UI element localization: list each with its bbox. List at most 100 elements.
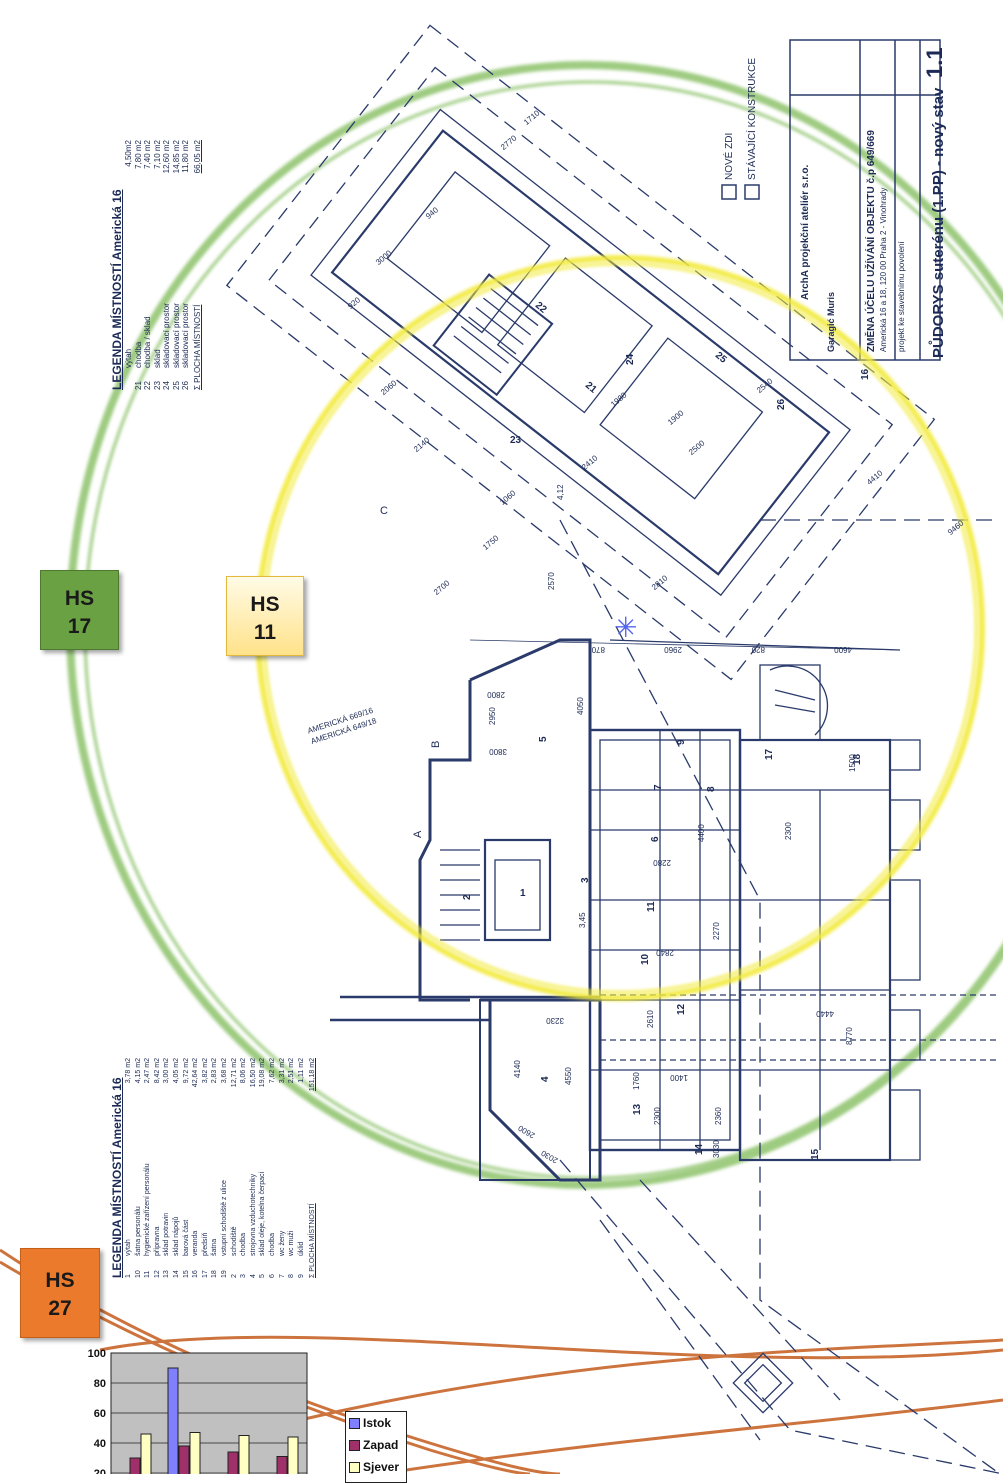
section-mark: C [380,505,388,517]
legend-cell-name: výtah [124,348,133,368]
hs11-line2: 11 [253,621,277,644]
dimension-label: 4440 [816,1009,834,1018]
legend-cell-name: skladovací prostor [162,303,171,368]
legend-cell-area: 19,08 m2 [259,1058,267,1088]
room-number: 15 [810,1148,821,1160]
legend-cell-area: 3,31 m2 [278,1058,286,1084]
dimension-label: 4140 [513,1060,522,1078]
legend-cell-number: 22 [143,381,152,390]
chart-legend-item: Istok [346,1412,406,1434]
room-number: 11 [646,901,657,912]
legend-existing: STÁVAJÍCÍ KONSTRUKCE [747,57,758,180]
legend-new-walls: NOVÉ ZDI [724,132,735,180]
legend-bottom-total-label: Σ PLOCHA MÍSTNOSTÍ [309,1203,317,1278]
legend-cell-area: 4,15 m2 [134,1058,142,1084]
legend-cell-area: 12,60 m2 [162,140,171,174]
legend-bottom-title: LEGENDA MÍSTNOSTÍ Americká 16 [110,1077,124,1279]
section-mark: B [430,740,442,748]
legend-cell-number: 7 [278,1274,286,1278]
drawing-title: PŮDORYS suterénu (1.PP) - nový stav [930,87,947,358]
dimension-label: 1500 [848,754,857,772]
legend-cell-name: chodba [133,341,143,368]
legend-cell-number: 16 [192,1270,200,1278]
legend-cell-number: 13 [163,1270,171,1278]
legend-cell-area: 4,50m2 [124,140,133,167]
legend-cell-area: 4,05 m2 [172,1058,180,1084]
legend-cell-number: 18 [211,1270,219,1278]
dimension-label: 2570 [547,572,556,590]
chart-bar-sjever-2 [189,1432,201,1474]
dimension-label: 4,12 [556,484,565,500]
room-number: 3 [580,877,591,883]
legend-cell-name: šatna [211,1238,219,1256]
legend-cell-name: schodiště [230,1226,238,1256]
chart-y-tick: 100 [88,1348,106,1360]
hs27-line2: 27 [48,1297,72,1320]
star-marker-icon: ✳ [614,611,637,644]
legend-cell-number: 14 [172,1270,180,1278]
hs17-ring [66,61,1003,1189]
legend-cell-name: chodba [268,1233,276,1256]
room-number: 7 [653,784,664,790]
hs17-line1: HS [64,587,95,610]
legend-cell-number: 19 [220,1270,228,1278]
dimension-label: 3,45 [578,912,587,928]
legend-cell-number: 11 [144,1270,152,1278]
legend-row: 17 předsíň 3,82 m2 [201,1058,211,1278]
legend-cell-name: vstupní schodiště z ulice [220,1180,228,1256]
legend-cell-area: 2,83 m2 [211,1058,219,1084]
room-number: 2 [462,894,473,900]
dimension-label: 2950 [488,707,497,725]
dimension-label: 2960 [664,645,682,654]
dimension-label: 4400 [697,824,706,842]
legend-cell-area: 8,42 m2 [153,1058,161,1084]
legend-cell-area: 42,64 m2 [192,1058,200,1088]
dimension-label: 2610 [646,1010,655,1028]
hs17-tag: HS 17 [40,570,119,650]
hs27-line1: HS [45,1269,75,1292]
legend-cell-area: 8,06 m2 [240,1058,248,1084]
chart-bar-zapad-4 [276,1456,288,1474]
dimension-label: 8770 [845,1027,854,1045]
title-block-frame [721,39,941,361]
legend-cell-area: 3,82 m2 [201,1058,209,1084]
legend-cell-number: 5 [259,1274,267,1278]
dimension-label: 2300 [784,822,793,840]
room-number: 5 [538,736,549,742]
legend-cell-name: skladovací prostor [181,303,190,368]
legend-top-total-label: Σ PLOCHA MÍSTNOSTÍ [192,304,202,390]
chart-plot-area [110,1352,308,1474]
dimension-label: 820 [751,645,765,654]
legend-cell-number: 23 [152,381,162,390]
chart-bar-sjever-4 [287,1436,299,1474]
legend-cell-area: 7,80 m2 [133,140,143,169]
legend-cell-name: předsíň [201,1232,209,1256]
chart-legend-swatch [349,1461,360,1473]
chart-y-tick: 40 [94,1438,106,1450]
legend-cell-name: sklad potravin [163,1212,171,1256]
room-number: 14 [694,1143,705,1155]
legend-cell-number: 6 [268,1274,276,1278]
legend-cell-name: wc muži [288,1230,296,1256]
room-number: 13 [632,1103,643,1115]
legend-cell-number: 1 [125,1274,132,1278]
room-number: 8 [706,786,717,792]
room-number: 1 [520,888,526,899]
legend-cell-name: přípravna [153,1226,161,1256]
legend-cell-number: 17 [201,1270,209,1278]
legend-cell-area: 3,78 m2 [125,1058,132,1084]
legend-cell-name: chodba / sklad [143,316,152,368]
dimension-label: 1760 [632,1072,641,1090]
firm-name: ArchA projekční ateliér s.r.o. [800,164,811,300]
legend-row: výtah 4,50m2 [124,140,134,390]
room-number: 16 [860,368,871,380]
hs27-tag: HS 27 [20,1248,100,1338]
